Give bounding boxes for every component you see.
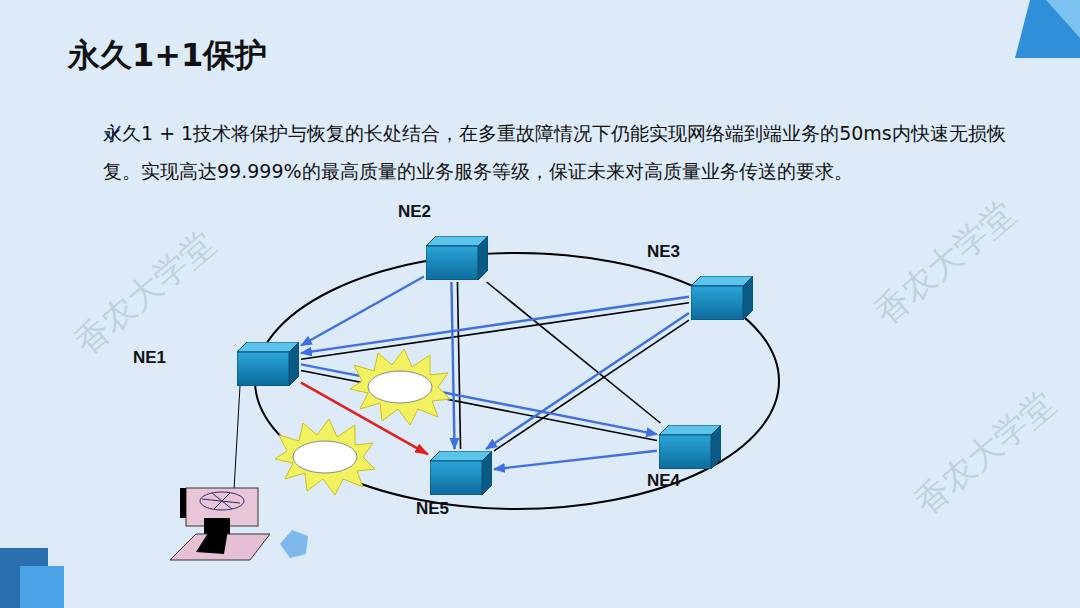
node-label: NE4 — [647, 471, 680, 491]
screen-network — [200, 492, 244, 510]
watermark: 香农大学堂 — [65, 221, 225, 366]
network-element: NE2 — [426, 236, 488, 280]
mesh-link — [487, 282, 661, 423]
bullet-text: 永久1 + 1技术将保护与恢复的长处结合，在多重故障情况下仍能实现网络端到端业务… — [103, 114, 1018, 190]
fault-clouds — [275, 349, 450, 495]
protection-path — [451, 282, 454, 449]
corner-decor — [1015, 0, 1080, 58]
watermark: 香农大学堂 — [865, 191, 1025, 336]
keyboard-dark — [196, 530, 228, 554]
node-label: NE5 — [416, 499, 449, 519]
pentagon-decor — [280, 530, 308, 558]
ring — [255, 253, 779, 509]
network-element: NE5 — [430, 451, 492, 495]
device-cube — [691, 276, 753, 320]
network-element: NE3 — [691, 276, 753, 320]
protection-path — [494, 451, 657, 470]
protection-path — [301, 297, 689, 353]
corner-decor — [1046, 0, 1080, 38]
protection-path — [486, 313, 689, 449]
network-element: NE4 — [659, 425, 721, 469]
protection-path — [301, 364, 657, 434]
node-label: NE1 — [133, 348, 166, 368]
device-cube — [426, 236, 488, 280]
device-cube — [430, 451, 492, 495]
leader-line — [234, 386, 240, 490]
slide-title: 永久1+1保护 — [68, 34, 267, 78]
corner-decor — [20, 566, 64, 608]
watermark: 香农大学堂 — [905, 381, 1065, 526]
node-label: NE3 — [647, 242, 680, 262]
node-label: NE2 — [398, 202, 431, 222]
network-element: NE1 — [237, 342, 299, 386]
monitor-frame — [180, 488, 186, 518]
device-cube — [237, 342, 299, 386]
mesh-link — [494, 320, 689, 451]
mesh-link — [457, 282, 460, 449]
device-cube — [659, 425, 721, 469]
protection-path — [301, 277, 424, 346]
